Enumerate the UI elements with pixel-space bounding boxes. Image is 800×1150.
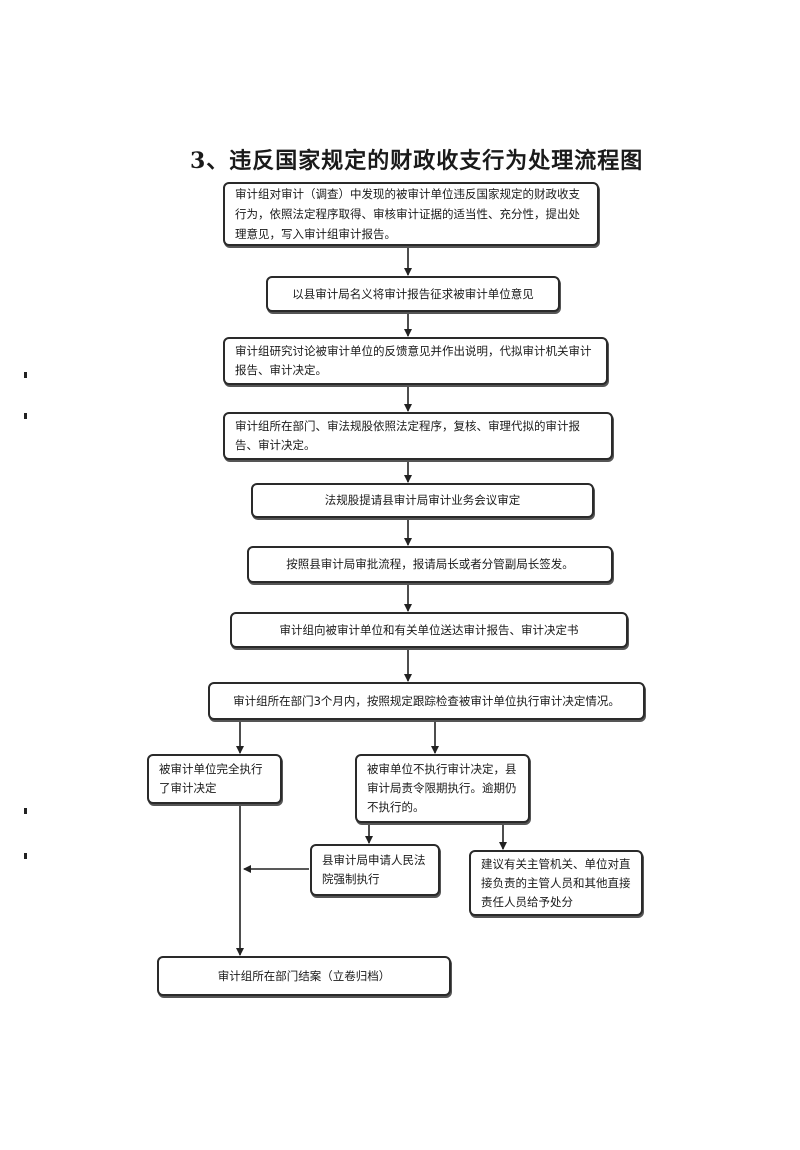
step-5-box: 法规股提请县审计局审计业务会议审定: [251, 483, 594, 518]
branch-noncompliance-text: 被审单位不执行审计决定，县审计局责令限期执行。逾期仍不执行的。: [367, 762, 517, 814]
step-8-text: 审计组所在部门3个月内，按照规定跟踪检查被审计单位执行审计决定情况。: [233, 693, 620, 708]
step-1-text: 审计组对审计（调查）中发现的被审计单位违反国家规定的财政收支行为，依照法定程序取…: [235, 187, 580, 241]
scan-speck: [24, 413, 27, 419]
court-enforcement-text: 县审计局申请人民法院强制执行: [322, 853, 426, 886]
page-title: 3、违反国家规定的财政收支行为处理流程图: [190, 148, 644, 174]
step-2-box: 以县审计局名义将审计报告征求被审计单位意见: [266, 276, 560, 312]
court-enforcement-box: 县审计局申请人民法院强制执行: [310, 844, 440, 896]
scan-speck: [24, 853, 27, 859]
step-4-text: 审计组所在部门、审法规股依照法定程序，复核、审理代拟的审计报告、审计决定。: [235, 419, 580, 452]
step-7-text: 审计组向被审计单位和有关单位送达审计报告、审计决定书: [279, 622, 579, 637]
scan-speck: [24, 372, 27, 378]
step-3-text: 审计组研究讨论被审计单位的反馈意见并作出说明，代拟审计机关审计报告、审计决定。: [235, 344, 592, 377]
step-7-box: 审计组向被审计单位和有关单位送达审计报告、审计决定书: [230, 612, 628, 648]
step-6-box: 按照县审计局审批流程，报请局长或者分管副局长签发。: [247, 546, 613, 583]
step-2-text: 以县审计局名义将审计报告征求被审计单位意见: [292, 286, 534, 301]
branch-noncompliance-box: 被审单位不执行审计决定，县审计局责令限期执行。逾期仍不执行的。: [355, 754, 530, 823]
case-closed-box: 审计组所在部门结案（立卷归档）: [157, 956, 451, 996]
step-6-text: 按照县审计局审批流程，报请局长或者分管副局长签发。: [286, 557, 574, 571]
disciplinary-suggestion-box: 建议有关主管机关、单位对直接负责的主管人员和其他直接责任人员给予处分: [469, 850, 643, 916]
case-closed-text: 审计组所在部门结案（立卷归档）: [217, 968, 391, 983]
step-3-box: 审计组研究讨论被审计单位的反馈意见并作出说明，代拟审计机关审计报告、审计决定。: [223, 337, 608, 385]
step-4-box: 审计组所在部门、审法规股依照法定程序，复核、审理代拟的审计报告、审计决定。: [223, 412, 613, 460]
disciplinary-suggestion-text: 建议有关主管机关、单位对直接负责的主管人员和其他直接责任人员给予处分: [481, 856, 631, 909]
step-1-box: 审计组对审计（调查）中发现的被审计单位违反国家规定的财政收支行为，依照法定程序取…: [223, 182, 599, 246]
step-8-box: 审计组所在部门3个月内，按照规定跟踪检查被审计单位执行审计决定情况。: [208, 682, 645, 720]
branch-complied-text: 被审计单位完全执行了审计决定: [159, 762, 263, 795]
branch-complied-box: 被审计单位完全执行了审计决定: [147, 754, 282, 804]
step-5-text: 法规股提请县审计局审计业务会议审定: [324, 493, 521, 507]
scan-speck: [24, 808, 27, 814]
